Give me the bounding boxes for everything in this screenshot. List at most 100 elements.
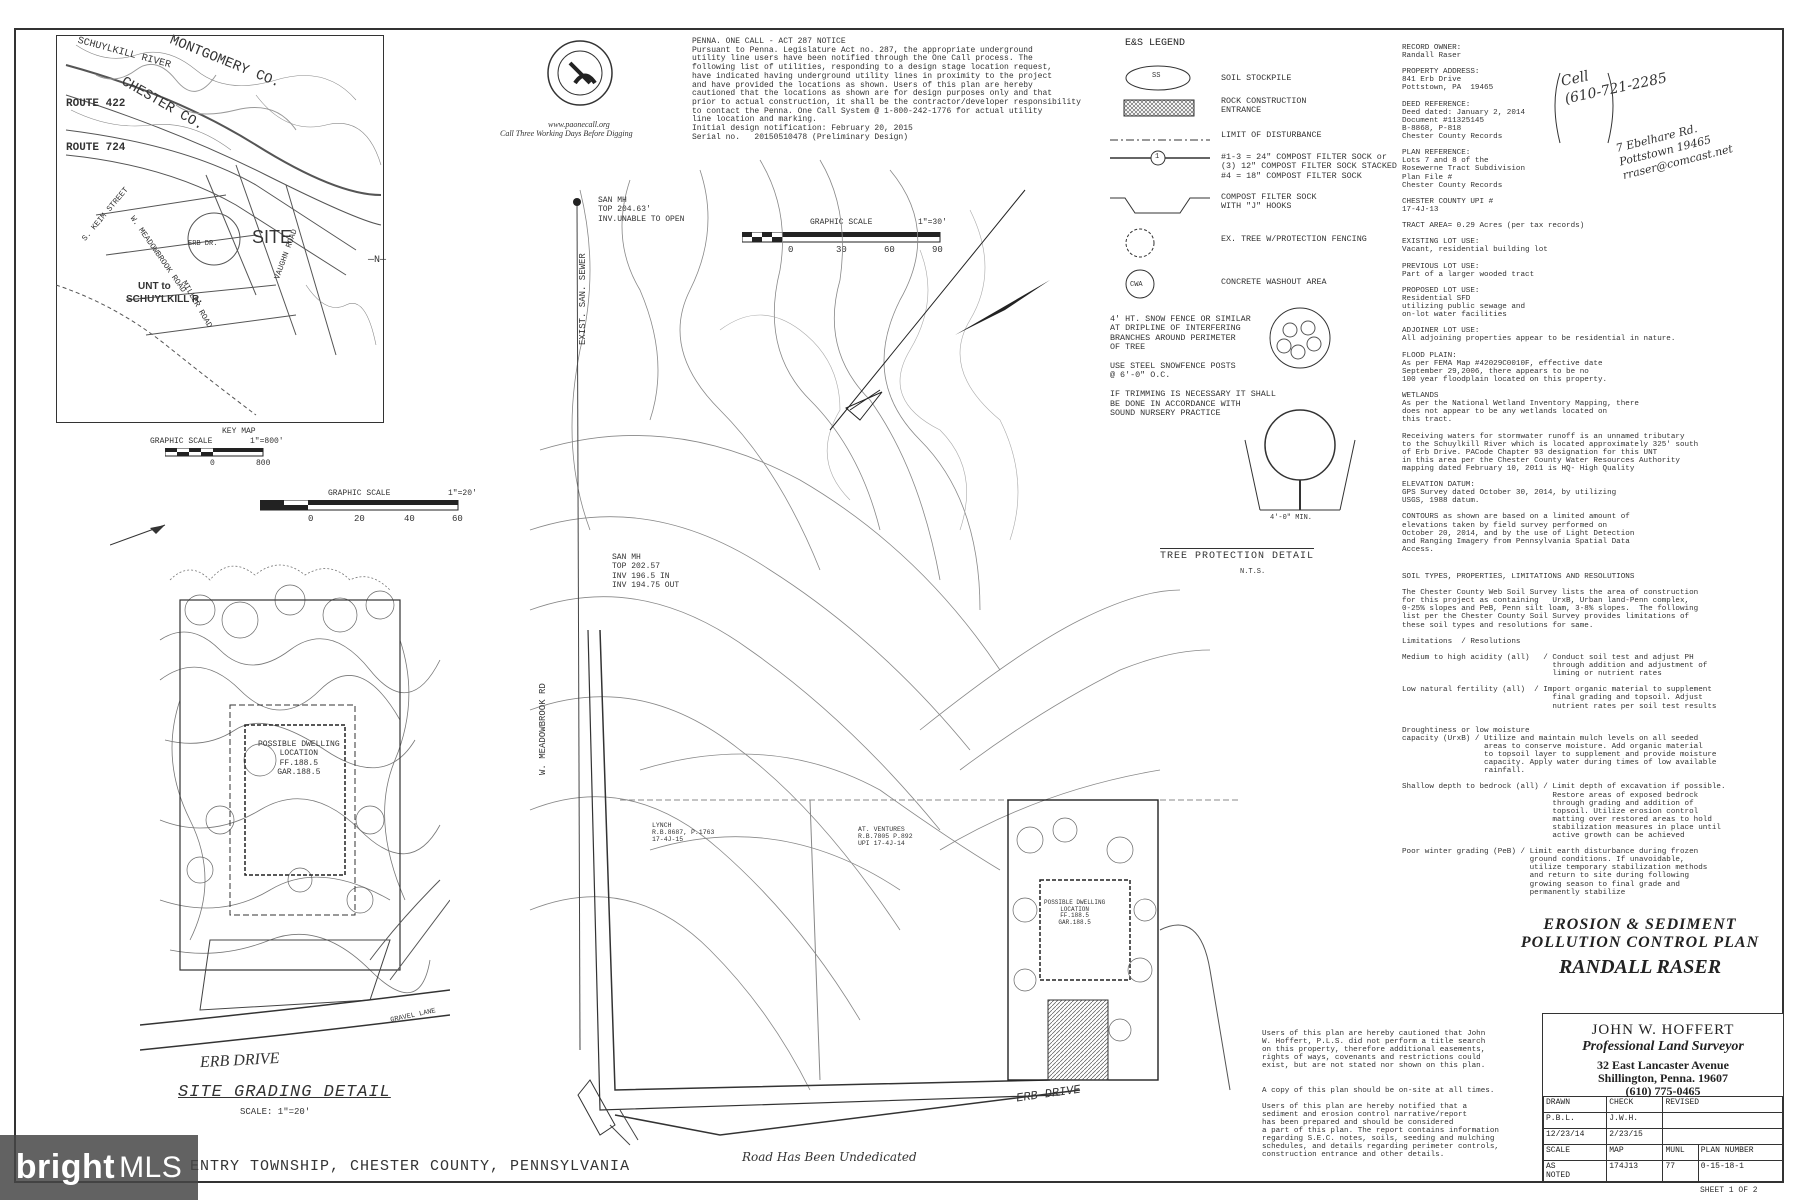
main-tick-60: 60 <box>884 245 895 255</box>
main-plan-drawing <box>529 159 1240 1146</box>
legend-item-cwa: CONCRETE WASHOUT AREA <box>1221 277 1327 287</box>
sheet-border <box>14 28 1784 1183</box>
site-scale-label: GRAPHIC SCALE <box>328 489 391 498</box>
key-map-label-route-724: ROUTE 724 <box>66 142 126 154</box>
main-tick-90: 90 <box>932 245 943 255</box>
tb-date-1: 12/23/14 <box>1542 1128 1608 1145</box>
key-map-scale-value: 1"=800' <box>250 437 284 446</box>
tree-detail-title: TREE PROTECTION DETAIL <box>1160 548 1315 562</box>
tb-header-munl: MUNL <box>1662 1144 1699 1161</box>
tb-date-2: 2/23/15 <box>1606 1128 1664 1145</box>
tb-value-plan: 0-15-18-1 <box>1697 1160 1784 1182</box>
main-sewer-label: EXIST. SAN. SEWER <box>578 253 588 345</box>
tb-header-drawn: DRAWN <box>1542 1096 1608 1113</box>
one-call-url: www.paonecall.org <box>548 120 610 129</box>
site-grading-title: SITE GRADING DETAIL <box>178 1083 391 1102</box>
legend-item-stockpile: SOIL STOCKPILE <box>1221 73 1292 83</box>
notes-soils: SOIL TYPES, PROPERTIES, LIMITATIONS AND … <box>1402 573 1726 897</box>
legend-item-rock: ROCK CONSTRUCTION ENTRANCE <box>1221 96 1307 116</box>
surveyor-name: JOHN W. HOFFERT <box>1591 1022 1735 1038</box>
main-scale-bar <box>742 232 941 243</box>
handwritten-bracket <box>1554 72 1614 144</box>
key-map-tick-0: 0 <box>210 459 215 468</box>
tree-notes: 4' HT. SNOW FENCE OR SIMILAR AT DRIPLINE… <box>1110 314 1276 419</box>
site-scale-value: 1"=20' <box>448 489 477 498</box>
site-tick-40: 40 <box>404 514 415 524</box>
key-map-frame <box>56 35 384 423</box>
main-tick-0: 0 <box>788 245 794 255</box>
north-arrow-keymap: —N— <box>368 255 387 266</box>
key-map-label-site: SITE <box>252 227 293 247</box>
key-map-label-erb: ERB DR. <box>188 240 218 248</box>
main-lot-left: LYNCH R.B.8687, P.1763 17-4J-15 <box>652 822 715 843</box>
bright-mls-watermark: bright MLS <box>0 1135 198 1200</box>
site-tick-0: 0 <box>308 514 314 524</box>
key-map-label-route-422: ROUTE 422 <box>66 98 126 110</box>
legend-item-jhooks: COMPOST FILTER SOCK WITH "J" HOOKS <box>1221 192 1317 212</box>
tb-value-munl: 77 <box>1662 1160 1699 1182</box>
legend-sym-filter: 1 <box>1155 153 1160 161</box>
notes-caution: Users of this plan are hereby cautioned … <box>1262 1030 1499 1160</box>
site-grading-scale: SCALE: 1"=20' <box>240 1107 311 1117</box>
surveyor-addr2: Shillington, Penna. 19607 <box>1597 1071 1729 1085</box>
tb-header-plan: PLAN NUMBER <box>1697 1144 1784 1161</box>
key-map-scale-label: GRAPHIC SCALE <box>150 437 213 446</box>
site-tick-60: 60 <box>452 514 463 524</box>
main-lot-right: AT. VENTURES R.B.7805 P.892 UPI 17-4J-14 <box>858 826 913 847</box>
legend-item-lod: LIMIT OF DISTURBANCE <box>1221 130 1322 140</box>
tb-header-map: MAP <box>1606 1144 1664 1161</box>
key-map-drawing <box>56 44 382 416</box>
tb-header-check: CHECK <box>1606 1096 1664 1113</box>
site-scale-bar <box>260 500 459 511</box>
key-map-label-unt: UNT to <box>138 281 171 292</box>
main-dwelling-label: POSSIBLE DWELLING LOCATION FF.188.5 GAR.… <box>1044 899 1106 926</box>
plan-title-line2: POLLUTION CONTROL PLAN <box>1520 934 1760 951</box>
tb-header-revised: REVISED <box>1662 1096 1783 1113</box>
tb-value-revised <box>1662 1112 1783 1129</box>
title-block-grid: DRAWN CHECK REVISED P.B.L. J.W.H. 12/23/… <box>1542 1096 1784 1182</box>
tree-protection-drawing <box>1244 307 1356 511</box>
one-call-notice: PENNA. ONE CALL - ACT 287 NOTICE Pursuan… <box>692 37 1081 142</box>
site-grading-drawing <box>140 564 450 1051</box>
tb-value-drawn: P.B.L. <box>1542 1112 1608 1129</box>
handwritten-road-note: Road Has Been Undedicated <box>742 1150 917 1164</box>
plan-title-line3: RANDALL RASER <box>1558 956 1722 978</box>
sheet-number: SHEET 1 OF 2 <box>1700 1186 1758 1195</box>
one-call-tagline: Call Three Working Days Before Digging <box>500 129 633 138</box>
key-map-title: KEY MAP <box>222 427 256 436</box>
title-block: JOHN W. HOFFERT Professional Land Survey… <box>1542 1013 1784 1183</box>
tree-min-label: 4'-0" MIN. <box>1270 514 1313 522</box>
site-dwelling-label: POSSIBLE DWELLING LOCATION FF.188.5 GAR.… <box>258 740 340 778</box>
tree-detail-nts: N.T.S. <box>1240 568 1266 576</box>
legend-item-tree: EX. TREE W/PROTECTION FENCING <box>1221 234 1367 244</box>
key-map-tick-800: 800 <box>256 459 271 468</box>
tb-date-empty <box>1662 1128 1783 1145</box>
legend-title: E&S LEGEND <box>1125 38 1186 49</box>
legend-sym-ss: SS <box>1152 72 1161 80</box>
notes-record: RECORD OWNER: Randall Raser PROPERTY ADD… <box>1402 44 1699 554</box>
plan-title: EROSION & SEDIMENT POLLUTION CONTROL PLA… <box>1490 916 1790 979</box>
surveyor-phone: (610) 775-0465 <box>1625 1084 1701 1098</box>
key-map-scale-bar <box>165 448 264 457</box>
legend-item-sock: #1-3 = 24" COMPOST FILTER SOCK or (3) 12… <box>1221 152 1397 181</box>
main-road-left: W. MEADOWBROOK RD <box>538 683 548 775</box>
surveyor-addr1: 32 East Lancaster Avenue <box>1597 1058 1729 1072</box>
main-manhole-top: SAN MH TOP 204.63' INV.UNABLE TO OPEN <box>598 196 685 224</box>
north-arrow-site <box>110 524 166 546</box>
main-scale-value: 1"=30' <box>918 218 947 227</box>
main-tick-30: 30 <box>836 245 847 255</box>
tb-value-check: J.W.H. <box>1606 1112 1664 1129</box>
tb-value-map: 174J13 <box>1606 1160 1664 1182</box>
watermark-suffix: MLS <box>119 1150 183 1184</box>
legend-sym-cwa: CWA <box>1130 281 1143 289</box>
watermark-brand: bright <box>15 1148 116 1186</box>
key-map-label-schuylkill-r: SCHUYLKILL R. <box>126 294 202 305</box>
footer-township: ENTRY TOWNSHIP, CHESTER COUNTY, PENNSYLV… <box>190 1158 631 1175</box>
plan-title-line1: EROSION & SEDIMENT <box>1543 916 1737 933</box>
legend-symbols <box>1110 65 1210 299</box>
tb-value-scale: AS NOTED <box>1542 1160 1608 1182</box>
tb-header-scale: SCALE <box>1542 1144 1608 1161</box>
site-tick-20: 20 <box>354 514 365 524</box>
main-manhole-bottom: SAN MH TOP 202.57 INV 196.5 IN INV 194.7… <box>612 553 680 591</box>
